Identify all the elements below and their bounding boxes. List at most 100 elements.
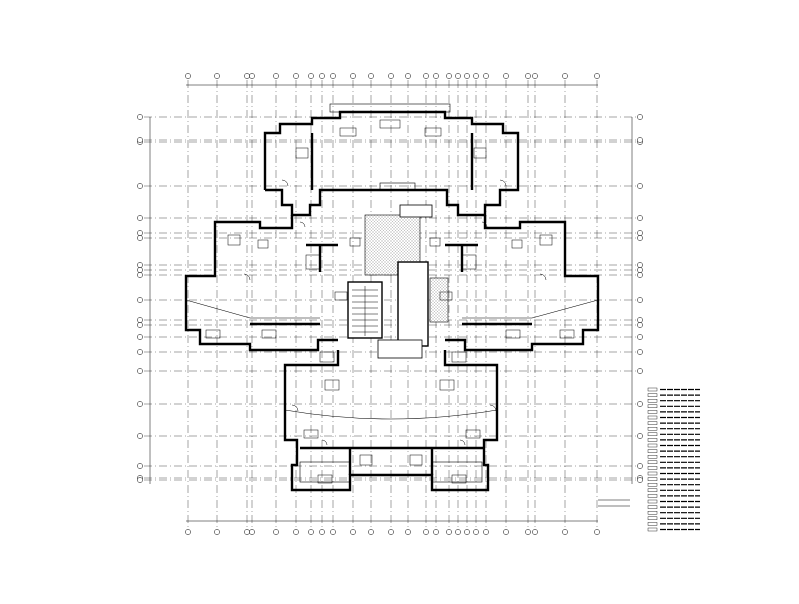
legend-swatch <box>647 393 658 397</box>
balconies <box>185 103 599 483</box>
fixture <box>359 454 373 466</box>
grid-bubble-bottom <box>249 529 255 535</box>
fixture <box>451 351 467 363</box>
grid-bubble-bottom <box>308 529 314 535</box>
grid-bubble-top <box>446 73 452 79</box>
legend-swatch <box>647 404 658 408</box>
grid-bubble-right <box>637 463 643 469</box>
fixture <box>429 237 441 247</box>
grid-bubble-right <box>637 433 643 439</box>
grid-bubble-bottom <box>594 529 600 535</box>
grid-bubble-left <box>137 114 143 120</box>
grid-bubble-right <box>637 114 643 120</box>
grid-bubble-right <box>637 272 643 278</box>
legend-swatch <box>647 511 658 515</box>
grid-bubble-bottom <box>532 529 538 535</box>
grid-bubble-right <box>637 183 643 189</box>
legend-swatch <box>647 494 658 498</box>
grid-bubble-left <box>137 215 143 221</box>
grid-bubble-bottom <box>446 529 452 535</box>
legend-swatch <box>647 399 658 403</box>
title-block <box>598 499 630 507</box>
grid-bubble-top <box>473 73 479 79</box>
walls <box>184 110 600 492</box>
grid-bubble-bottom <box>433 529 439 535</box>
door-swing <box>489 404 497 412</box>
fixture <box>379 119 401 129</box>
grid-bubble-left <box>137 262 143 268</box>
grid-bubble-left <box>137 267 143 273</box>
fixture <box>439 291 453 301</box>
fixture <box>465 429 481 439</box>
grid-bubble-bottom <box>350 529 356 535</box>
grid-bubble-left <box>137 235 143 241</box>
legend-table <box>647 387 700 532</box>
fixture <box>461 254 477 270</box>
lower-wing-wall <box>283 350 499 492</box>
grid-bubble-top <box>405 73 411 79</box>
grid-bubble-bottom <box>388 529 394 535</box>
grid-bubble-top <box>249 73 255 79</box>
grid-bubble-left <box>137 137 143 143</box>
grid-bubble-top <box>330 73 336 79</box>
grid-bubble-left <box>137 433 143 439</box>
legend-swatch <box>647 443 658 448</box>
grid-bubble-bottom <box>368 529 374 535</box>
fixture <box>349 237 361 247</box>
legend-swatch <box>647 499 658 504</box>
legend-swatch <box>647 438 658 442</box>
grid-bubble-left <box>137 349 143 355</box>
fixture <box>227 234 241 246</box>
grid-bubble-right <box>637 235 643 241</box>
fixture <box>559 329 575 339</box>
grid-bubble-left <box>137 317 143 323</box>
grid-bubble-bottom <box>525 529 531 535</box>
door-swing <box>499 179 507 187</box>
grid-bubble-left <box>137 477 143 483</box>
legend-swatch <box>647 421 658 425</box>
grid-bubble-bottom <box>464 529 470 535</box>
grid-bubble-top <box>455 73 461 79</box>
fixture <box>451 474 467 484</box>
grid-bubble-top <box>532 73 538 79</box>
legend-swatch <box>647 522 658 526</box>
grid-bubble-top <box>214 73 220 79</box>
grid-bubble-right <box>637 477 643 483</box>
fixture <box>257 239 269 249</box>
grid-bubble-right <box>637 215 643 221</box>
grid-bubble-right <box>637 262 643 268</box>
grid-bubble-right <box>637 267 643 273</box>
grid-bubble-top <box>464 73 470 79</box>
legend-swatch <box>647 449 658 453</box>
upper-wing-wall <box>263 110 520 217</box>
grid-bubble-left <box>137 463 143 469</box>
grid-bubble-bottom <box>483 529 489 535</box>
grid-bubble-right <box>637 368 643 374</box>
grid-bubbles <box>137 73 643 535</box>
grid-bubble-top <box>388 73 394 79</box>
fixture <box>317 474 333 484</box>
fixture <box>409 454 423 466</box>
fixture <box>305 254 321 270</box>
grid-bubble-left <box>137 322 143 328</box>
grid-bubble-top <box>483 73 489 79</box>
door-swing <box>299 221 306 228</box>
grid-lines <box>144 80 636 528</box>
fixture <box>511 239 523 249</box>
fixture <box>303 429 319 439</box>
legend-swatch <box>647 455 658 459</box>
grid-bubble-right <box>637 334 643 340</box>
grid-bubble-bottom <box>319 529 325 535</box>
fixture <box>339 127 357 137</box>
grid-bubble-bottom <box>405 529 411 535</box>
grid-bubble-left <box>137 401 143 407</box>
legend-swatch <box>647 410 658 414</box>
grid-bubble-top <box>244 73 250 79</box>
legend-swatch <box>647 432 658 436</box>
legend-swatch <box>647 427 658 431</box>
grid-bubble-top <box>185 73 191 79</box>
grid-bubble-top <box>350 73 356 79</box>
fixture <box>539 234 553 246</box>
fixture <box>473 147 487 159</box>
